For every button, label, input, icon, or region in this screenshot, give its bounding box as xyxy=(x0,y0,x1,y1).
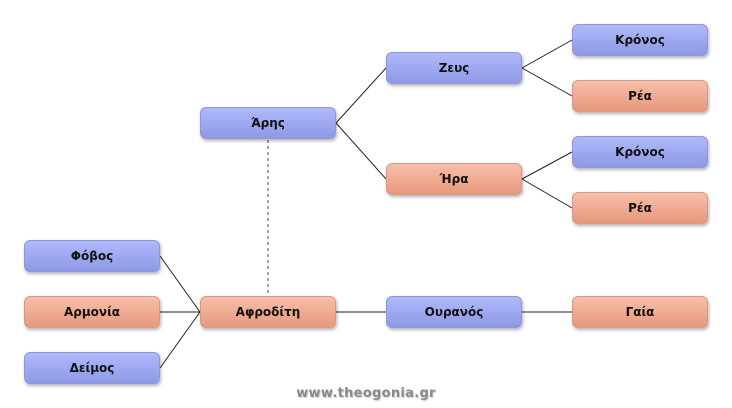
node-harmonia[interactable]: Αρμονία xyxy=(24,296,160,328)
node-hera[interactable]: Ήρα xyxy=(386,163,522,195)
node-label: Γαία xyxy=(625,305,655,319)
node-label: Κρόνος xyxy=(615,33,665,47)
link-hera-kronos xyxy=(521,151,573,180)
node-zeus[interactable]: Ζευς xyxy=(386,52,522,84)
node-label: Αφροδίτη xyxy=(235,305,301,319)
link-zeus-rhea xyxy=(521,67,573,97)
node-ouranos[interactable]: Ουρανός xyxy=(386,296,522,328)
link-zeus-kronos xyxy=(521,39,573,69)
node-label: Άρης xyxy=(251,116,285,130)
node-aphrodite[interactable]: Αφροδίτη xyxy=(200,296,336,328)
node-phobos[interactable]: Φόβος xyxy=(24,240,160,272)
node-deimos[interactable]: Δείμος xyxy=(24,352,160,384)
watermark: www.theogonia.gr xyxy=(296,386,436,401)
link-ares-hera xyxy=(335,122,387,180)
node-rhea-2[interactable]: Ρέα xyxy=(572,192,708,224)
link-phobos-aphrodite xyxy=(159,255,201,313)
node-label: Ήρα xyxy=(439,172,469,186)
node-label: Ουρανός xyxy=(424,305,484,319)
link-ares-zeus xyxy=(335,67,387,124)
node-kronos-1[interactable]: Κρόνος xyxy=(572,24,708,56)
node-gaia[interactable]: Γαία xyxy=(572,296,708,328)
node-ares[interactable]: Άρης xyxy=(200,107,336,139)
node-rhea-1[interactable]: Ρέα xyxy=(572,80,708,112)
node-label: Κρόνος xyxy=(615,145,665,159)
node-label: Δείμος xyxy=(69,361,115,375)
link-hera-rhea xyxy=(521,178,573,209)
node-label: Φόβος xyxy=(70,249,114,263)
link-deimos-aphrodite xyxy=(159,311,201,369)
node-label: Ζευς xyxy=(438,61,470,75)
node-label: Ρέα xyxy=(628,201,652,215)
node-label: Ρέα xyxy=(628,89,652,103)
node-kronos-2[interactable]: Κρόνος xyxy=(572,136,708,168)
node-label: Αρμονία xyxy=(63,305,121,319)
